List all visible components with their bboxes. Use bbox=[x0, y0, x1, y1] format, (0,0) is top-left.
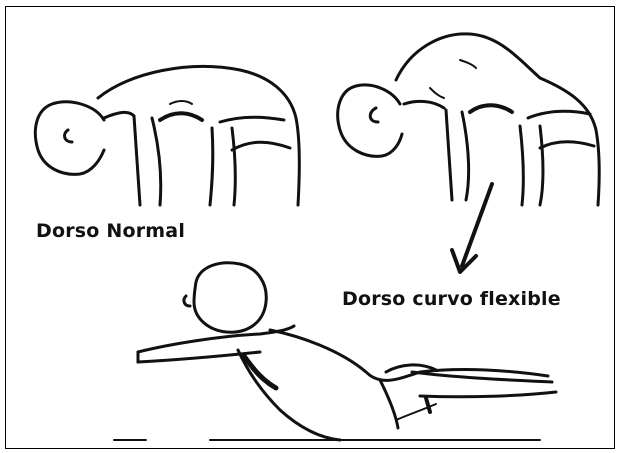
label-dorso-normal: Dorso Normal bbox=[36, 220, 185, 242]
label-dorso-curvo-flexible: Dorso curvo flexible bbox=[342, 288, 561, 310]
lying-head bbox=[194, 263, 266, 332]
curved-head bbox=[338, 85, 402, 156]
figure-curved-back bbox=[338, 34, 600, 205]
curved-back-curve bbox=[396, 34, 599, 205]
normal-head bbox=[35, 102, 104, 174]
figure-normal-back bbox=[35, 66, 299, 205]
arrow-down-left-icon bbox=[452, 184, 492, 272]
normal-back-curve bbox=[98, 66, 299, 205]
lying-back-curve bbox=[270, 330, 548, 380]
